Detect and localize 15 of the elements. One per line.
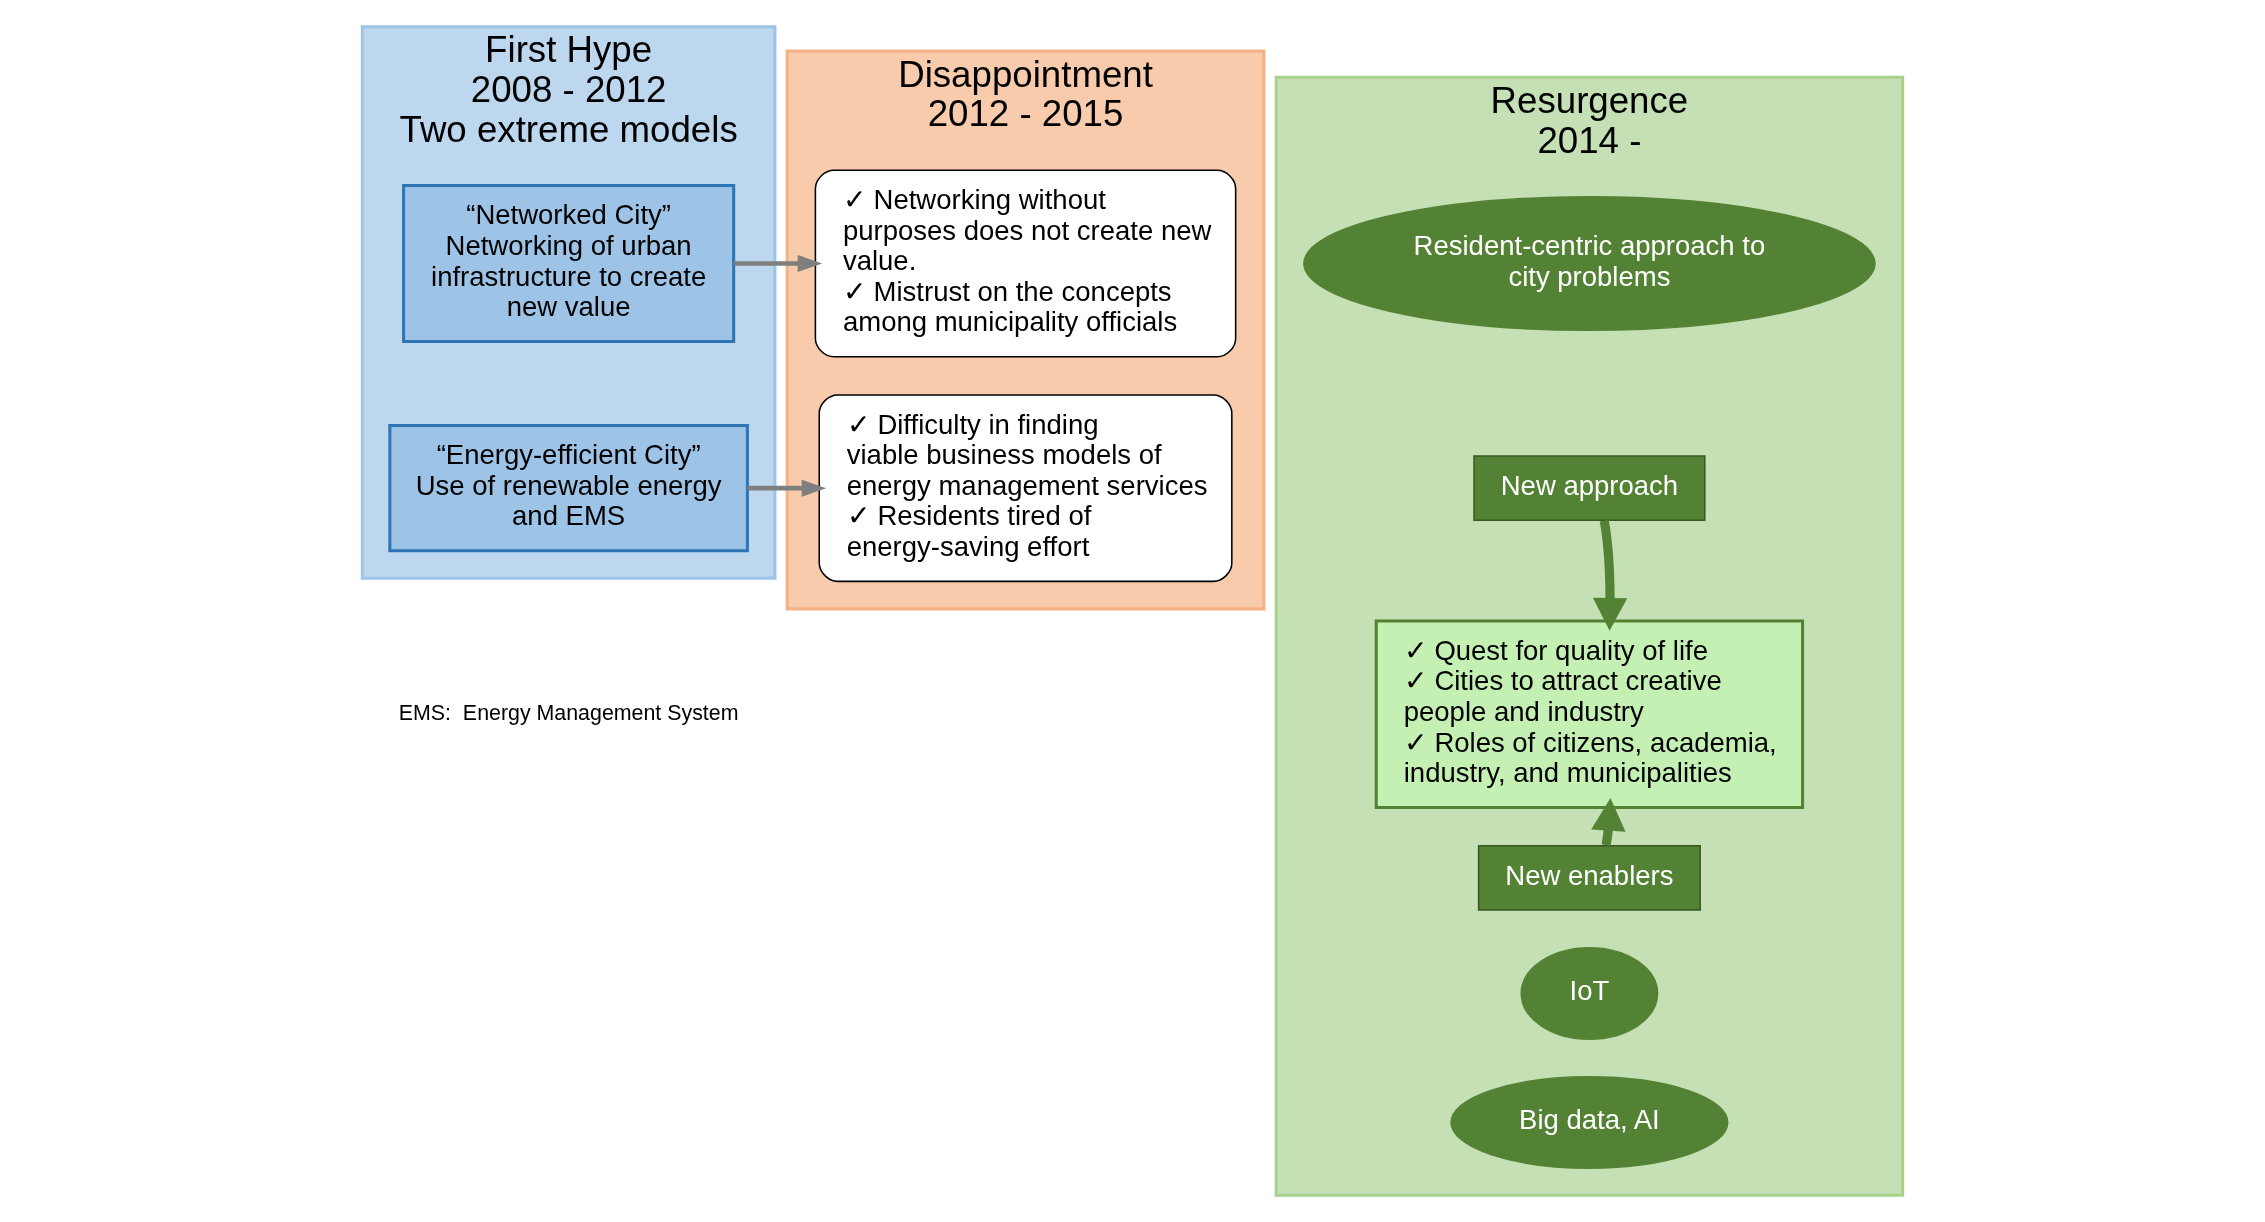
node-ellipse: IoT	[1520, 947, 1659, 1040]
node-ellipse: Big data, AI	[1450, 1076, 1729, 1169]
label: EMS: Energy Management System	[398, 700, 739, 725]
node-box: “Networked City” Networking of urban infrastructure to create new value	[402, 184, 736, 343]
node-box: New enablers	[1477, 844, 1701, 911]
arrow	[1592, 519, 1628, 631]
node-box: New approach	[1473, 455, 1706, 521]
arrow	[733, 254, 823, 273]
node-box: ✓ Networking without purposes does not create new value. ✓ Mistrust on the concepts among municipality officials	[814, 169, 1237, 358]
node-box: ✓ Quest for quality of life ✓ Cities to attract creative people and industry ✓ Roles of citizens, academia, industry, and municipalities	[1374, 619, 1805, 810]
arrow	[1591, 797, 1626, 846]
node-box: “Energy-efficient City” Use of renewable energy and EMS	[388, 423, 749, 553]
node-box: ✓ Difficulty in finding viable business models of energy management services ✓ Residents tired of energy-saving effort	[818, 394, 1233, 583]
node-ellipse: Resident-centric approach to city problems	[1303, 196, 1876, 332]
arrow	[747, 479, 827, 497]
